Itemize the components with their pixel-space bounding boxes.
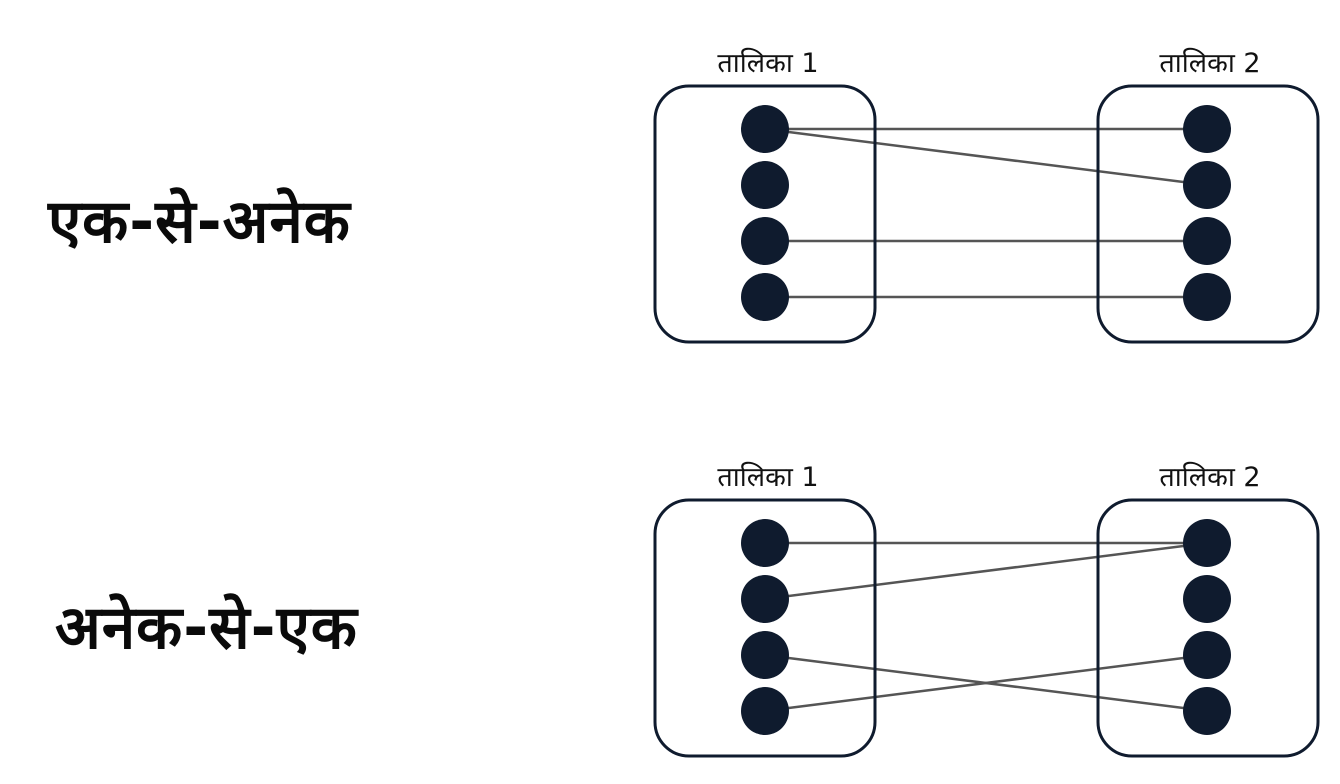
left-row-node [741, 161, 789, 209]
left-table-box [653, 498, 877, 758]
right-row-node [1183, 217, 1231, 265]
one-to-many-label: एक-से-अनेक [48, 187, 351, 257]
relation-line [764, 541, 1208, 601]
left-row-node [741, 687, 789, 735]
right-table-box [1096, 84, 1320, 344]
right-row-node [1183, 575, 1231, 623]
right-row-node [1183, 161, 1231, 209]
right-row-node [1183, 519, 1231, 567]
many-to-one-label: अनेक-से-एक [55, 593, 358, 663]
right-row-node [1183, 273, 1231, 321]
right-table-caption: तालिका 2 [1159, 461, 1260, 493]
right-row-node [1183, 687, 1231, 735]
left-table-caption: तालिका 1 [717, 47, 818, 79]
left-row-node [741, 631, 789, 679]
left-row-node [741, 105, 789, 153]
right-table-box [1096, 498, 1320, 758]
left-row-node [741, 519, 789, 567]
right-table-caption: तालिका 2 [1159, 47, 1260, 79]
relation-line [764, 653, 1208, 713]
one-to-many-diagram: तालिका 1 तालिका 2 [653, 47, 1320, 344]
left-row-node [741, 217, 789, 265]
left-table-caption: तालिका 1 [717, 461, 818, 493]
right-row-node [1183, 631, 1231, 679]
left-table-box [653, 84, 877, 344]
left-row-node [741, 575, 789, 623]
left-row-node [741, 273, 789, 321]
relation-line [764, 127, 1208, 187]
many-to-one-diagram: तालिका 1 तालिका 2 [653, 461, 1320, 758]
right-row-node [1183, 105, 1231, 153]
